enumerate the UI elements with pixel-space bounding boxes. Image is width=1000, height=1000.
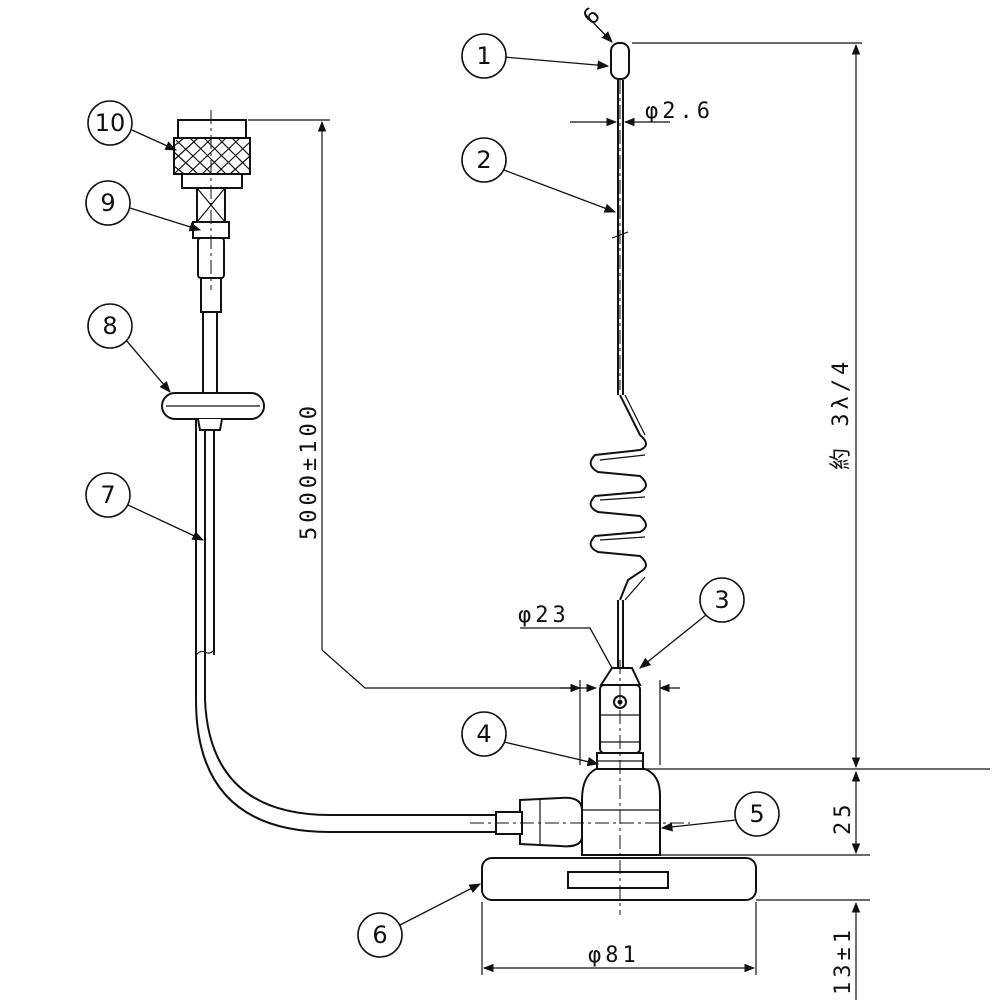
callout-1: 1 — [461, 33, 610, 79]
callout-label: 4 — [476, 720, 491, 748]
callout-label: 5 — [749, 800, 764, 828]
tip-cap — [610, 42, 630, 80]
dim-magnet-diameter: φ81 — [588, 943, 640, 968]
dim-whip-diameter: φ2.6 — [645, 99, 714, 124]
callout-label: 9 — [100, 189, 115, 217]
callout-2: 2 — [461, 137, 617, 213]
callout-3: 3 — [639, 577, 745, 669]
callout-label: 6 — [372, 921, 387, 949]
callout-label: 7 — [100, 481, 115, 509]
callout-5: 5 — [660, 791, 780, 837]
cable — [195, 655, 496, 833]
callout-8: 8 — [87, 303, 171, 393]
callout-10: 10 — [87, 100, 178, 151]
loading-coil — [589, 394, 647, 601]
dimension-lines — [248, 13, 990, 1000]
callout-label: 2 — [476, 146, 491, 174]
dim-base-diameter: φ23 — [518, 603, 570, 628]
callout-label: 10 — [95, 109, 126, 137]
dim-overall-length: 約 3λ/4 — [829, 358, 854, 470]
callout-7: 7 — [85, 472, 205, 541]
callout-9: 9 — [85, 180, 202, 232]
antenna-whip — [589, 42, 647, 668]
callout-6: 6 — [357, 883, 482, 958]
dim-tip-mark: 6 — [579, 0, 609, 30]
dim-magnet-height: 13±1 — [831, 926, 856, 995]
coax-cable — [161, 110, 496, 833]
callout-label: 8 — [102, 312, 117, 340]
mount-body — [581, 768, 661, 856]
knurled-coupling — [173, 137, 251, 175]
antenna-base — [470, 660, 757, 915]
callout-label: 3 — [714, 586, 729, 614]
dim-cable-length: 5000±100 — [297, 402, 322, 540]
callout-4: 4 — [461, 711, 600, 767]
callout-label: 1 — [476, 42, 491, 70]
dim-mount-height: 25 — [831, 801, 856, 836]
